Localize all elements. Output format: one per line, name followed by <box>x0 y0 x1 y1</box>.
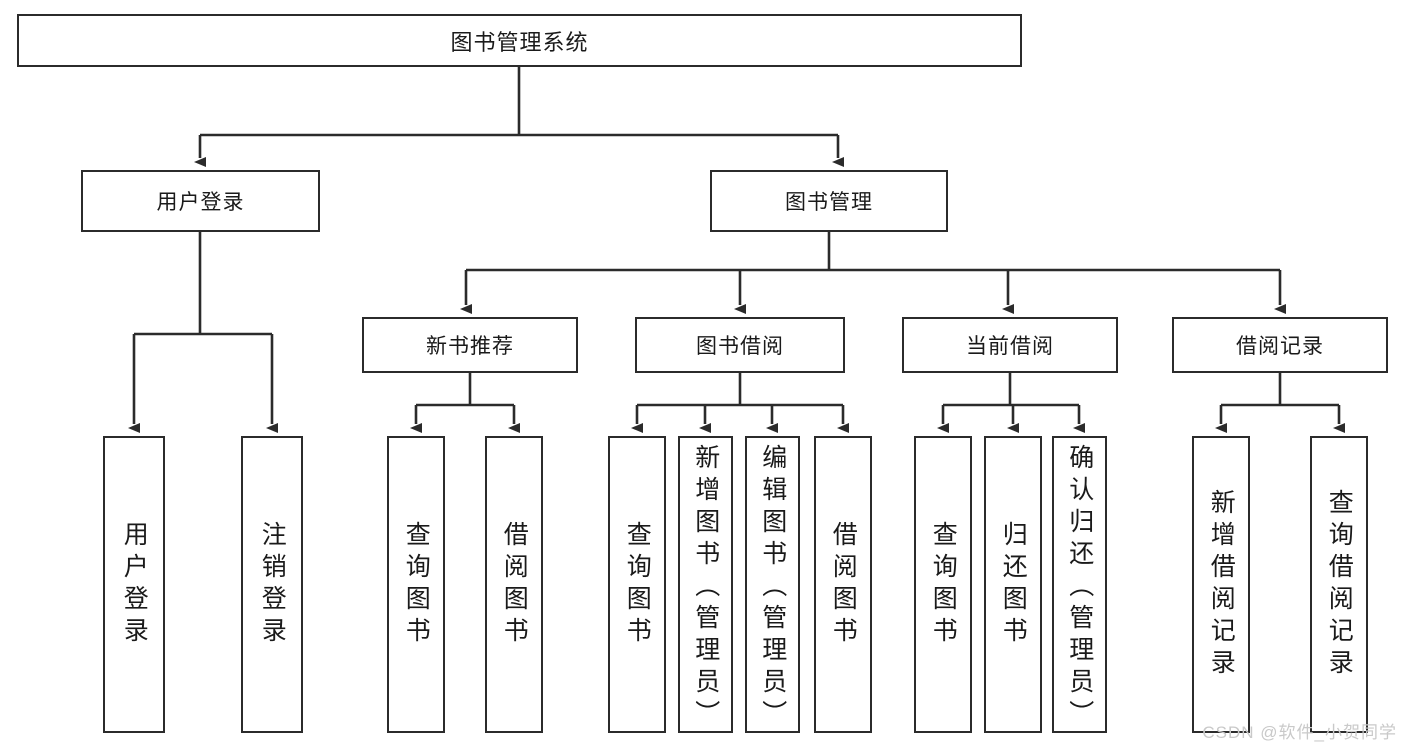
node-label: 编辑图书（管理员） <box>758 444 787 732</box>
node-label: 图书管理系统 <box>450 29 589 55</box>
node-leaf-return-book[interactable]: 归还图书 <box>984 436 1042 733</box>
node-label: 借阅图书 <box>829 520 858 649</box>
node-current-borrow[interactable]: 当前借阅 <box>902 317 1118 373</box>
node-leaf-query-book[interactable]: 查询图书 <box>608 436 666 733</box>
node-leaf-user-logout[interactable]: 注销登录 <box>241 436 303 733</box>
node-label: 查询图书 <box>929 520 958 649</box>
node-leaf-query-book-recommend[interactable]: 查询图书 <box>387 436 445 733</box>
node-label: 图书管理 <box>785 191 873 214</box>
node-label: 用户登录 <box>120 520 149 649</box>
node-leaf-borrow-book-recommend[interactable]: 借阅图书 <box>485 436 543 733</box>
node-label: 查询借阅记录 <box>1325 488 1354 681</box>
node-label: 确认归还（管理员） <box>1065 444 1094 732</box>
node-label: 借阅图书 <box>500 520 529 649</box>
node-leaf-query-book-current[interactable]: 查询图书 <box>914 436 972 733</box>
node-leaf-edit-book-admin[interactable]: 编辑图书（管理员） <box>745 436 800 733</box>
node-leaf-add-book-admin[interactable]: 新增图书（管理员） <box>678 436 733 733</box>
node-leaf-query-borrow-record[interactable]: 查询借阅记录 <box>1310 436 1368 733</box>
node-label: 新增图书（管理员） <box>691 444 720 732</box>
node-label: 注销登录 <box>258 520 287 649</box>
node-label: 借阅记录 <box>1236 335 1324 358</box>
node-label: 当前借阅 <box>966 335 1054 358</box>
node-root-book-management-system[interactable]: 图书管理系统 <box>17 14 1022 67</box>
node-leaf-user-login[interactable]: 用户登录 <box>103 436 165 733</box>
node-label: 查询图书 <box>623 520 652 649</box>
node-leaf-confirm-return-admin[interactable]: 确认归还（管理员） <box>1052 436 1107 733</box>
node-leaf-add-borrow-record[interactable]: 新增借阅记录 <box>1192 436 1250 733</box>
node-label: 归还图书 <box>999 520 1028 649</box>
node-label: 新增借阅记录 <box>1207 488 1236 681</box>
node-label: 新书推荐 <box>426 335 514 358</box>
node-leaf-borrow-book[interactable]: 借阅图书 <box>814 436 872 733</box>
node-label: 查询图书 <box>402 520 431 649</box>
node-label: 图书借阅 <box>696 335 784 358</box>
node-borrow-record[interactable]: 借阅记录 <box>1172 317 1388 373</box>
node-user-login[interactable]: 用户登录 <box>81 170 320 232</box>
node-label: 用户登录 <box>156 191 245 214</box>
node-book-borrow[interactable]: 图书借阅 <box>635 317 845 373</box>
node-book-manage[interactable]: 图书管理 <box>710 170 948 232</box>
node-new-book-recommend[interactable]: 新书推荐 <box>362 317 578 373</box>
